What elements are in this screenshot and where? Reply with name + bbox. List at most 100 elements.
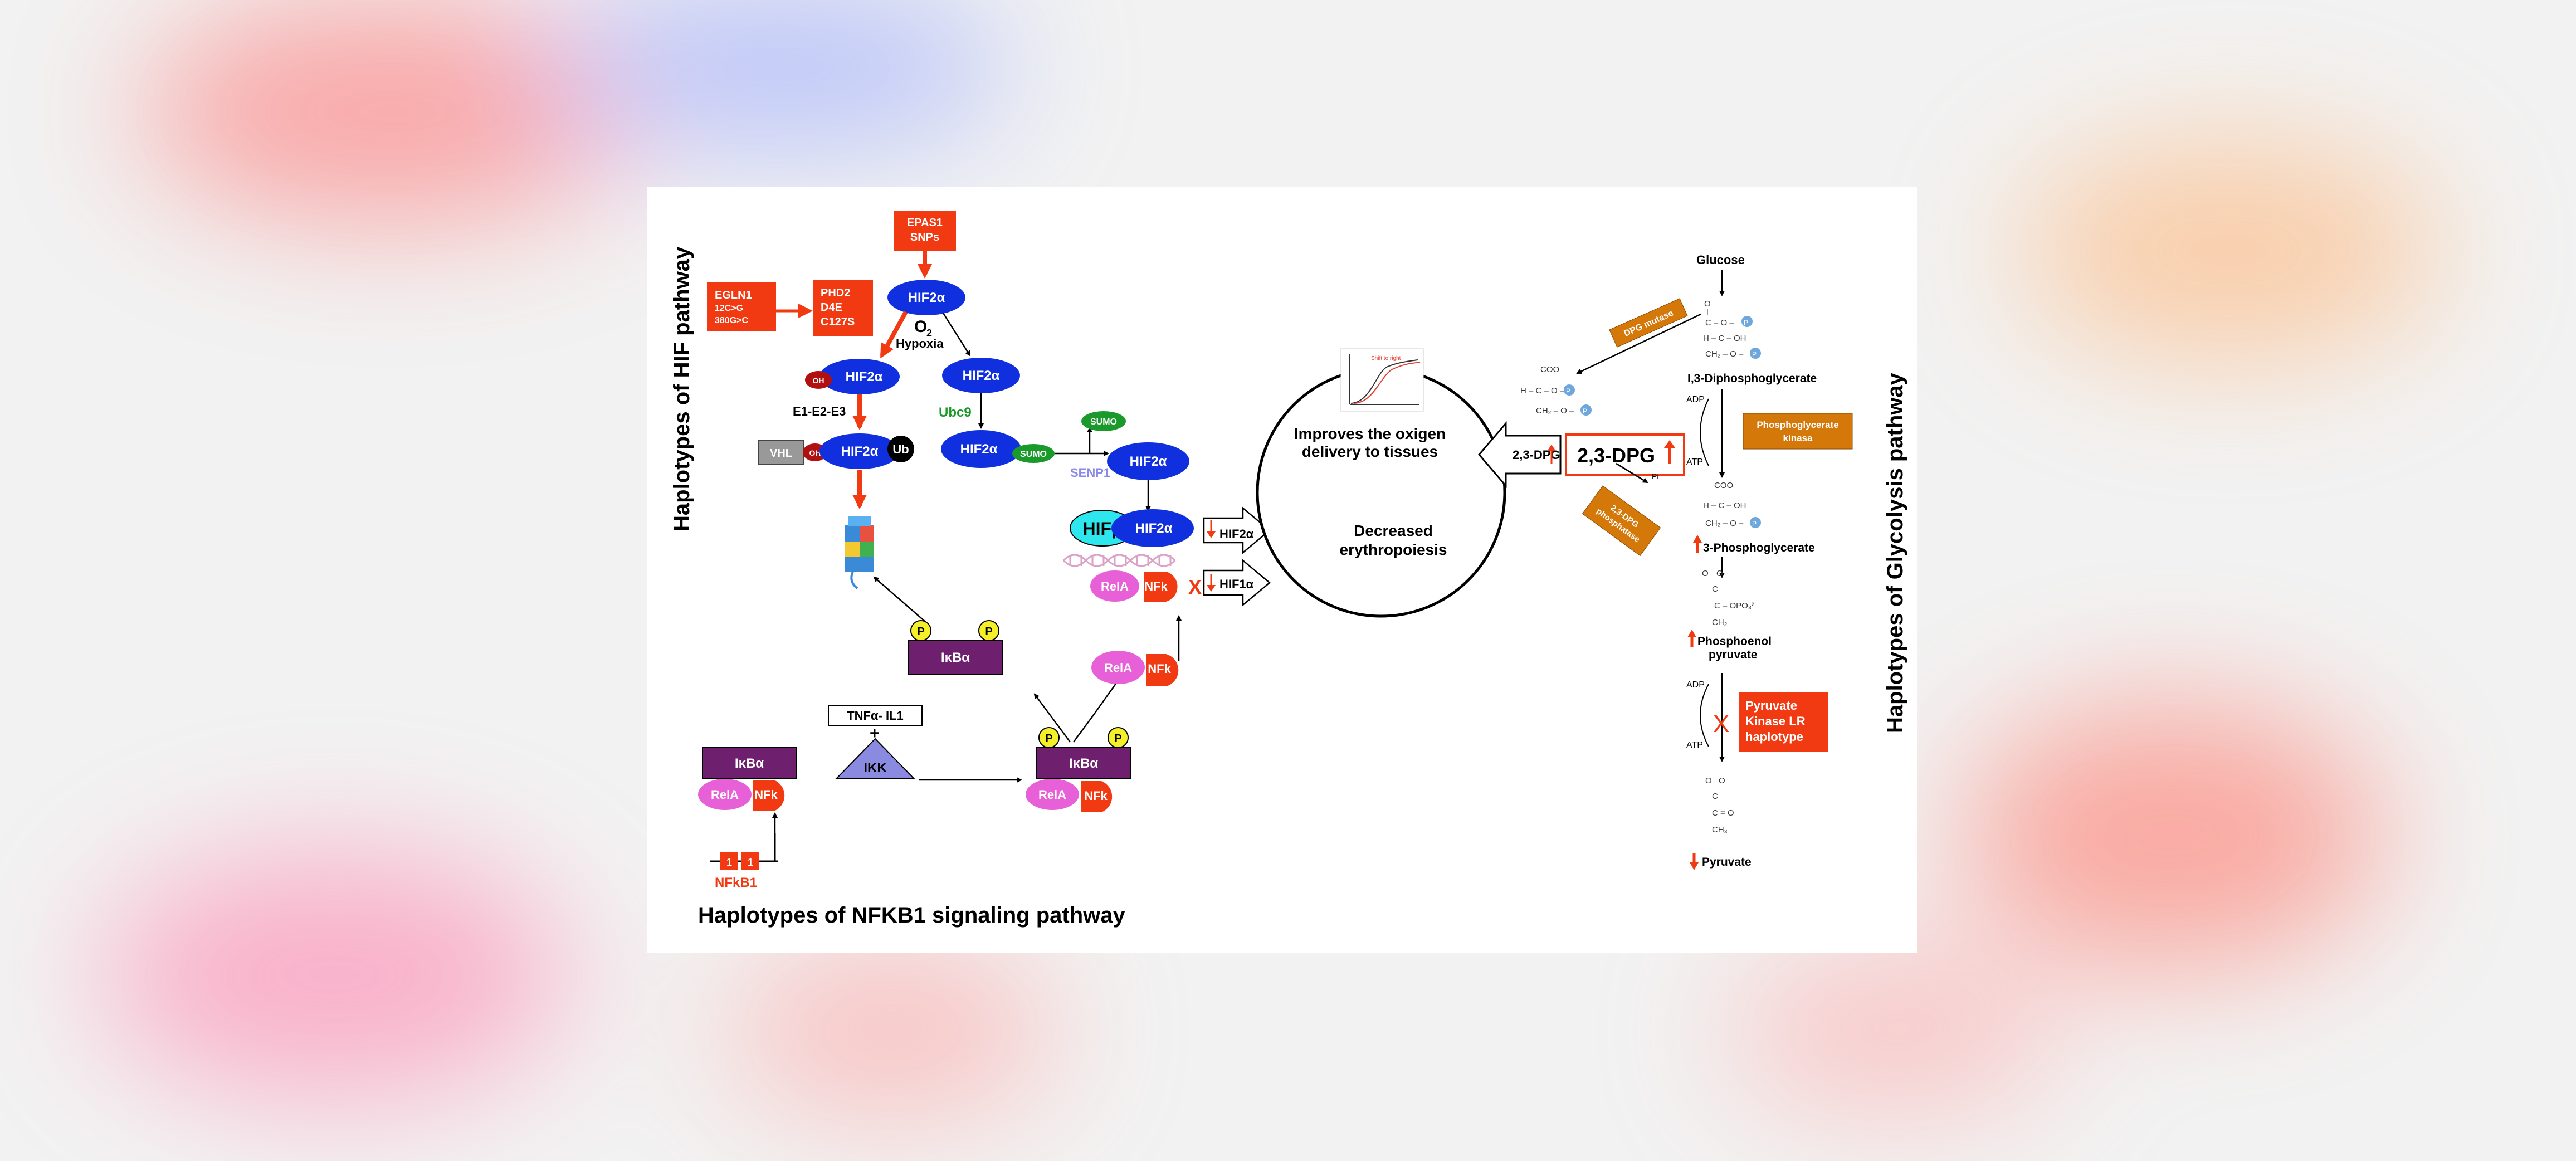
o2-hypoxia-label: O 2 Hypoxia <box>896 318 944 350</box>
dpg-left-arrow: 2,3-DPG <box>1478 421 1562 489</box>
improves-oxygen-line2: delivery to tissues <box>1302 443 1438 460</box>
svg-text:H – C – OH: H – C – OH <box>1703 334 1746 343</box>
svg-text:IκBα: IκBα <box>941 650 970 665</box>
ubc9-label: Ubc9 <box>939 405 972 420</box>
svg-text:IKK: IKK <box>863 760 887 775</box>
svg-text:CH₂: CH₂ <box>1712 618 1728 627</box>
svg-text:P: P <box>1045 733 1052 745</box>
svg-text:HIF2α: HIF2α <box>1219 527 1254 541</box>
pg3-structure: COO⁻ H – C – OH CH₂ – O – P <box>1703 481 1761 528</box>
svg-text:OH: OH <box>813 376 824 385</box>
pyruvate-down-arrow <box>1690 853 1699 870</box>
svg-text:O: O <box>1704 299 1711 309</box>
tnf-il1-box: TNFα- IL1 <box>828 705 923 726</box>
svg-text:OH: OH <box>809 448 821 457</box>
svg-text:CH₂ – O –: CH₂ – O – <box>1536 406 1574 416</box>
svg-text:IκBα: IκBα <box>735 756 764 771</box>
nfkb1-gene-icon: 1 1 NFkB1 <box>710 833 778 890</box>
svg-text:NFk: NFk <box>1148 662 1171 676</box>
svg-text:HIF2α: HIF2α <box>841 444 879 459</box>
svg-text:P: P <box>1566 387 1570 395</box>
dpg-box: 2,3-DPG <box>1565 433 1685 476</box>
svg-text:C – OPO₃²⁻: C – OPO₃²⁻ <box>1714 601 1759 611</box>
svg-text:RelA: RelA <box>1038 788 1066 802</box>
glycolysis-pathway-title: Haplotypes of Glycolysis pathway <box>1883 372 1907 733</box>
inset-shift-label: Shift to right <box>1371 355 1401 362</box>
svg-text:2: 2 <box>926 328 932 339</box>
svg-text:EGLN1: EGLN1 <box>715 289 752 301</box>
svg-text:2,3-DPG: 2,3-DPG <box>1577 444 1655 467</box>
svg-text:P: P <box>1583 407 1587 415</box>
svg-text:C127S: C127S <box>821 316 855 328</box>
adp-label-2: ADP <box>1686 680 1705 690</box>
svg-text:P: P <box>1752 520 1757 528</box>
proteasome-icon <box>845 516 874 589</box>
svg-text:RelA: RelA <box>711 788 739 802</box>
svg-text:P: P <box>1744 319 1748 326</box>
e1-e2-e3-label: E1-E2-E3 <box>793 404 846 418</box>
egln1-box: EGLN1 12C>G 380G>C <box>707 282 776 331</box>
svg-text:CH₃: CH₃ <box>1712 825 1728 835</box>
pi-label: Pi <box>1652 472 1658 481</box>
svg-text:HIF2α: HIF2α <box>960 442 998 457</box>
improves-oxygen-line1: Improves the oxigen <box>1294 425 1446 442</box>
svg-text:Pyruvate: Pyruvate <box>1745 699 1797 713</box>
svg-text:haplotype: haplotype <box>1745 730 1803 744</box>
svg-text:SUMO: SUMO <box>1090 417 1117 427</box>
pep-label-2: pyruvate <box>1709 648 1758 661</box>
svg-text:NFk: NFk <box>1084 789 1108 803</box>
nfkb1-pathway-title: Haplotypes of NFKB1 signaling pathway <box>698 903 1126 928</box>
dpg-structure: COO⁻ H – C – O – P CH₂ – O – P <box>1520 365 1592 416</box>
svg-text:VHL: VHL <box>770 447 792 460</box>
hif-pathway-title: Haplotypes of HIF pathway <box>670 246 694 531</box>
svg-text:IκBα: IκBα <box>1069 756 1098 771</box>
pyruvate-label: Pyruvate <box>1702 856 1752 869</box>
svg-text:COO⁻: COO⁻ <box>1540 365 1564 374</box>
svg-text:C: C <box>1712 792 1718 801</box>
sumo-free: SUMO <box>1081 411 1126 431</box>
hif1a-output-arrow: HIF1α <box>1203 559 1271 607</box>
ikba-phosphorylated-top: IκBα P P <box>908 620 1003 675</box>
pep-label-1: Phosphoenol <box>1697 635 1772 648</box>
hif2a-oval-mid: HIF2α <box>942 358 1020 393</box>
svg-text:SNPs: SNPs <box>910 231 939 243</box>
rela-nfk-free: RelA NFk <box>1091 651 1179 686</box>
svg-text:12C>G: 12C>G <box>715 304 743 313</box>
svg-text:HIF2α: HIF2α <box>1130 454 1167 469</box>
svg-text:NFk: NFk <box>754 788 778 802</box>
decreased-erythropoiesis-line1: Decreased <box>1354 522 1433 539</box>
svg-text:Phosphoglycerate: Phosphoglycerate <box>1757 419 1838 430</box>
bpg-structure: O C – O – P H – C – OH CH₂ – O – P <box>1703 299 1761 359</box>
svg-text:Kinase LR: Kinase LR <box>1745 714 1806 728</box>
svg-text:HIF2α: HIF2α <box>1135 521 1173 536</box>
ikba-rela-nfk-complex-right: IκBα P P RelA NFk <box>1026 727 1131 812</box>
hif2a-oval-top: HIF2α <box>887 280 965 315</box>
svg-text:NFk: NFk <box>1144 579 1168 593</box>
senp1-label: SENP1 <box>1070 466 1110 480</box>
svg-text:P: P <box>1752 350 1757 358</box>
svg-text:C: C <box>1712 584 1718 594</box>
pyruvate-kinase-lr-box: Pyruvate Kinase LR haplotype <box>1738 691 1829 753</box>
svg-text:P: P <box>985 626 992 638</box>
svg-text:H – C – OH: H – C – OH <box>1703 501 1746 510</box>
svg-text:P: P <box>917 626 924 638</box>
svg-text:RelA: RelA <box>1101 579 1129 593</box>
svg-text:O: O <box>914 318 927 336</box>
ikk-triangle: IKK <box>835 738 916 779</box>
plus-sign: + <box>870 724 880 743</box>
hif2a-output-arrow: HIF2α <box>1203 506 1271 554</box>
svg-text:D4E: D4E <box>821 301 842 314</box>
svg-text:CH₂ – O –: CH₂ – O – <box>1705 519 1744 528</box>
svg-text:SUMO: SUMO <box>1020 450 1047 459</box>
epas1-snps-box: EPAS1 SNPs <box>894 211 956 251</box>
svg-text:HIF1α: HIF1α <box>1219 577 1254 591</box>
svg-text:NFkB1: NFkB1 <box>715 875 757 890</box>
svg-text:1: 1 <box>726 857 732 868</box>
svg-text:HIF2α: HIF2α <box>963 368 1000 383</box>
svg-text:HIF2α: HIF2α <box>846 369 883 384</box>
rela-nfk-on-dna: RelA NFk <box>1090 570 1178 602</box>
diagram-figure: Haplotypes of HIF pathway Haplotypes of … <box>647 187 1917 953</box>
svg-text:O⁻: O⁻ <box>1716 569 1728 578</box>
